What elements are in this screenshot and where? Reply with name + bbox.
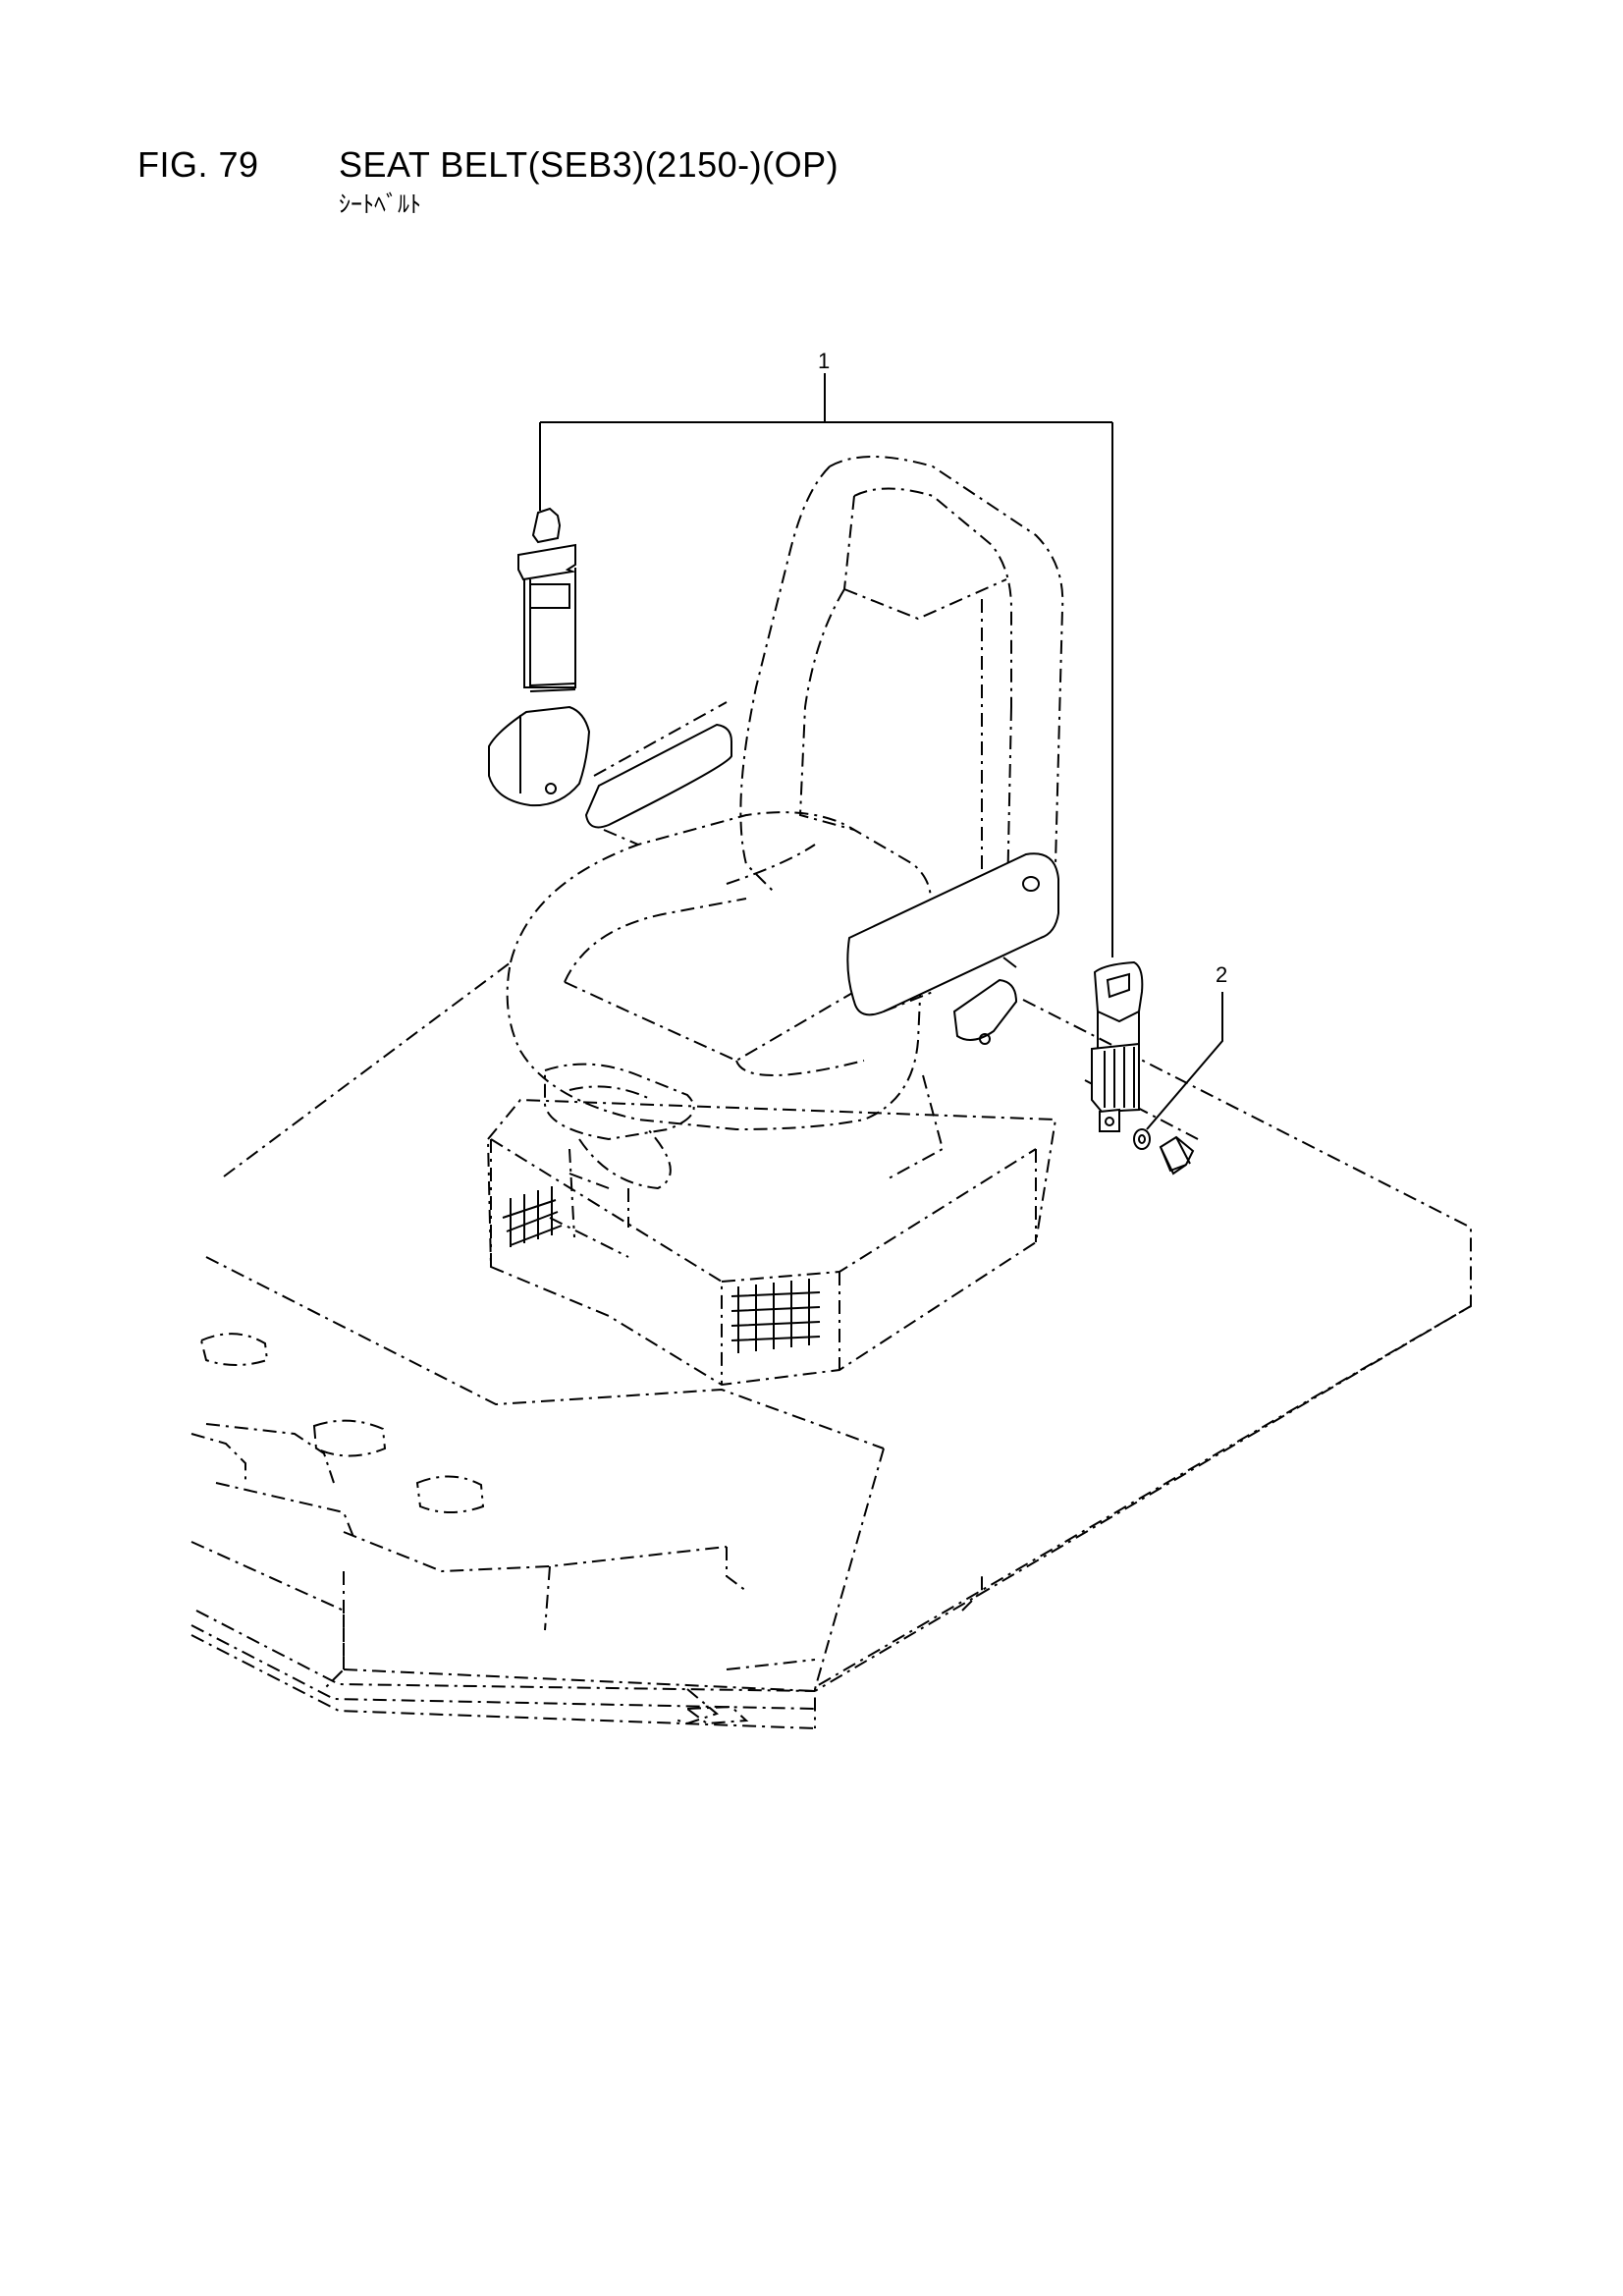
seat-suspension — [544, 1063, 945, 1238]
callout-leaders — [539, 373, 1223, 1130]
left-armrest — [584, 701, 732, 846]
figure-number: FIG. 79 — [137, 144, 259, 185]
figure-title: SEAT BELT(SEB3)(2150-)(OP) — [339, 144, 839, 185]
seat-backrest — [739, 456, 1064, 956]
right-armrest — [846, 852, 1059, 1016]
figure-header: FIG. 79 SEAT BELT(SEB3)(2150-)(OP) ｼｰﾄﾍﾞ… — [137, 147, 1021, 265]
adjust-lever — [952, 957, 1018, 1045]
callout-label-2: 2 — [1216, 962, 1227, 987]
vent-grille-left — [502, 1186, 563, 1247]
seat-belt-tongue-side — [488, 507, 591, 807]
floor-platform — [190, 961, 1472, 1729]
callout-label-1: 1 — [818, 349, 830, 373]
floor-cutouts — [199, 1333, 749, 1725]
bolt-and-washer — [1133, 1128, 1195, 1175]
seat-belt-buckle-side — [1091, 960, 1144, 1132]
figure-subtitle: ｼｰﾄﾍﾞﾙﾄ — [339, 191, 421, 218]
vent-grille-right — [730, 1279, 821, 1353]
seat-cushion — [506, 811, 932, 1131]
seat-base-box — [486, 1098, 1057, 1387]
